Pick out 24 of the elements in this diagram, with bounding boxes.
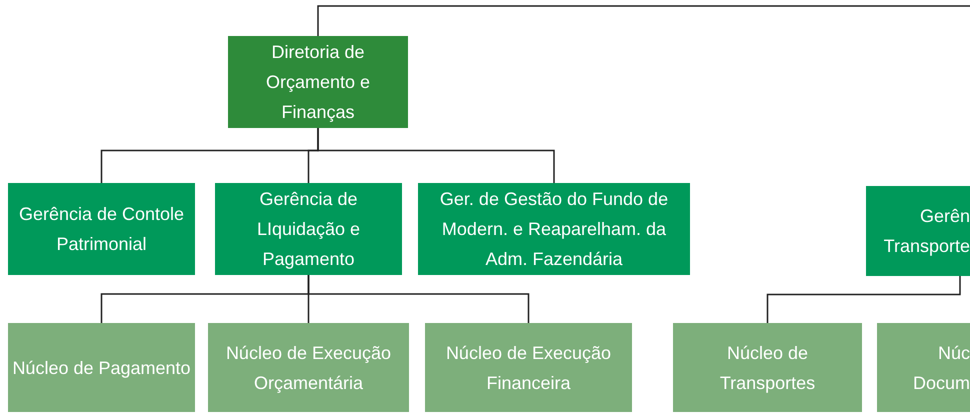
management-box	[215, 183, 402, 275]
management-box	[418, 183, 690, 275]
node-text: Gerên Transporte	[882, 205, 970, 258]
node-text: Ger. de Gestão do Fundo de Modern. e Reaparelham. da Adm. Fazendária	[438, 188, 670, 271]
connector-line	[308, 275, 530, 323]
node-text: Gerência de LIquidação e Pagamento	[256, 188, 362, 271]
unit-box	[673, 323, 862, 412]
node-text: Gerência de Contole Patrimonial	[18, 203, 186, 256]
unit-box	[8, 323, 195, 412]
connector-line	[317, 5, 970, 36]
unit-box	[208, 323, 409, 412]
node-text: Núc Docum	[912, 342, 970, 394]
unit-box	[877, 323, 970, 412]
management-box	[8, 183, 195, 275]
unit-box	[425, 323, 632, 412]
connector-line	[317, 128, 555, 183]
connector-line	[766, 276, 961, 323]
management-box	[866, 186, 970, 276]
node-text: Núcleo de Execução Orçamentária	[224, 342, 392, 395]
node-text: Núcleo de Execução Financeira	[444, 342, 612, 394]
node-text: Núcleo de Transportes	[718, 342, 816, 395]
node-text: Núcleo de Pagamento	[12, 356, 191, 380]
node-text: Diretoria de Orçamento e Finanças	[264, 41, 372, 124]
directorate-box	[228, 36, 408, 128]
